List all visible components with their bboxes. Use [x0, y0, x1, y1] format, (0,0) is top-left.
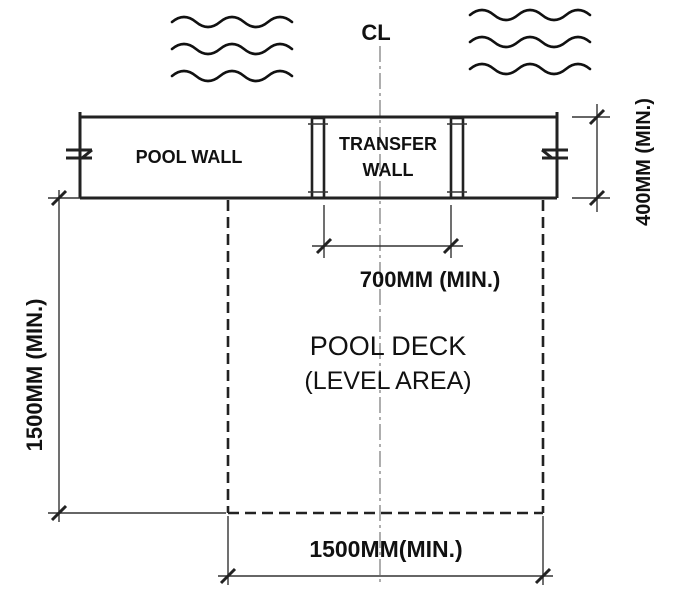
tick-mark — [50, 189, 68, 207]
tick-mark — [588, 108, 606, 126]
tick-mark — [219, 567, 237, 585]
dimension-transfer-width: 700MM (MIN.) — [312, 205, 500, 292]
wave-line — [468, 8, 592, 22]
transfer-wall-label-line2: WALL — [363, 160, 414, 180]
break-mark-left — [66, 148, 93, 160]
centerline-label: CL — [361, 20, 390, 45]
pool-deck-label-line2: (LEVEL AREA) — [304, 367, 471, 395]
wave-line — [170, 42, 294, 56]
transfer-width-label: 700MM (MIN.) — [360, 267, 501, 292]
wall-section: POOL WALL TRANSFER WALL — [66, 112, 568, 200]
water-waves-left — [170, 15, 294, 83]
break-mark-right — [541, 148, 568, 160]
wave-line — [468, 62, 592, 76]
tick-mark — [534, 567, 552, 585]
tick-mark — [442, 237, 460, 255]
transfer-wall-label-line1: TRANSFER — [339, 134, 437, 154]
pool-deck-area: POOL DECK (LEVEL AREA) — [226, 200, 545, 515]
wave-line — [170, 15, 294, 29]
wall-height-label: 400MM (MIN.) — [633, 98, 655, 226]
dimension-deck-width: 1500MM(MIN.) — [218, 516, 553, 585]
pool-deck-label-line1: POOL DECK — [310, 331, 467, 361]
tick-mark — [315, 237, 333, 255]
pool-wall-label: POOL WALL — [136, 147, 243, 167]
deck-width-label: 1500MM(MIN.) — [309, 536, 462, 562]
wave-line — [170, 69, 294, 83]
transfer-post-right — [449, 116, 465, 200]
centerline: CL — [361, 20, 391, 585]
wave-line — [468, 35, 592, 49]
deck-depth-label: 1500MM (MIN.) — [22, 299, 47, 452]
transfer-post-left — [310, 116, 326, 200]
water-waves-right — [468, 8, 592, 76]
dimension-wall-height: 400MM (MIN.) — [572, 98, 655, 226]
tick-mark — [50, 504, 68, 522]
dimension-deck-depth: 1500MM (MIN.) — [22, 189, 226, 522]
tick-mark — [588, 189, 606, 207]
